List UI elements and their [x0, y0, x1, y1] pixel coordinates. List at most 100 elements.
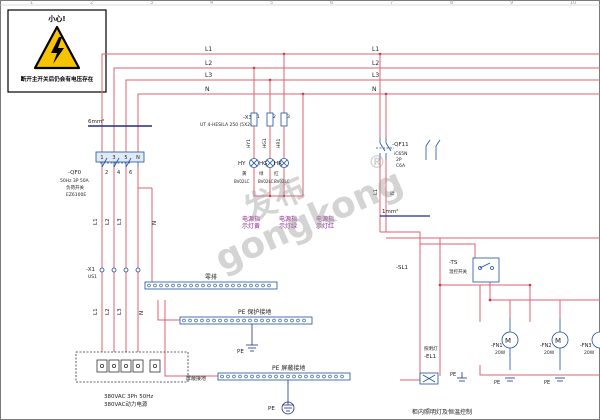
power-caption-2: 380VAC动力电源 [104, 400, 148, 408]
zero-bar: 零排 [144, 273, 278, 290]
watermark: 发布 gongkong ® [209, 152, 409, 280]
terminal-screw [230, 318, 234, 323]
terminal-screw [237, 283, 241, 288]
terminal-screw [189, 283, 193, 288]
bus-label-l3: L3 [205, 72, 212, 79]
terminal-screw [225, 283, 229, 288]
pe-label: PE [450, 372, 456, 378]
wire-label: L1 [93, 308, 99, 315]
terminal-screw [242, 318, 246, 323]
fan-rating: 20W [584, 350, 595, 356]
lamp-designator: HG [259, 161, 267, 167]
qf0-term: 3 [112, 155, 115, 161]
qf0-term: N [136, 155, 140, 161]
terminal-screw [188, 318, 192, 323]
terminal-screw [219, 283, 223, 288]
terminal-screw [147, 283, 151, 288]
breaker-qf11 [376, 138, 441, 160]
x3-spec: UT 4-HESILA 250 (5X20) [200, 122, 255, 128]
terminal-screw [238, 374, 242, 379]
bus-label-n: N [205, 86, 210, 93]
qf11-wire-label: L1 [373, 189, 379, 195]
ts-designator: -TS [449, 260, 458, 266]
power-input-block: 380VAC 3Ph 50Hz 380VAC动力电源 [75, 351, 189, 408]
terminal-screw [286, 374, 290, 379]
terminal-screw [302, 318, 306, 323]
wire-label: L1 [93, 218, 99, 225]
lower-wire-labels: L1 L2 L3 N L1 L2 L3 N [93, 218, 158, 315]
fan-rating: 20W [544, 350, 555, 356]
el1-desc: 照明灯 [424, 345, 438, 352]
lamp-designator: HY [238, 161, 246, 167]
shield-bar-label: PE 屏蔽接地 [272, 364, 305, 372]
terminal-screw [159, 283, 163, 288]
terminal-screw [153, 283, 157, 288]
wire-label: N [152, 221, 158, 225]
terminal-screw [261, 283, 265, 288]
sl1-designator: -SL1 [396, 265, 408, 271]
watermark-mark: ® [368, 152, 386, 173]
lamp-model: BV02LC [258, 179, 274, 184]
terminal-screw [165, 283, 169, 288]
terminal-screw [249, 283, 253, 288]
ground-icon [246, 344, 258, 352]
lamp-color: 黄 [242, 170, 247, 177]
bus-label-l2: L2 [372, 60, 379, 67]
ruler-label: 6 [330, 0, 333, 6]
lamp-wire-label: HG1 [262, 138, 268, 148]
terminal-screw [200, 318, 204, 323]
bus-junctions [252, 52, 388, 96]
pe-bar: PE 保护接地 PE [179, 308, 313, 355]
pe-label: PE [268, 406, 275, 412]
terminal-screw [248, 318, 252, 323]
bus-label-l2: L2 [205, 60, 212, 67]
ruler-label: 9 [510, 0, 513, 6]
terminal-screw [232, 374, 236, 379]
thermostat-ts: -TS 温控开关 [449, 257, 500, 283]
lamp-designator: HR [274, 161, 282, 167]
ruler-label: 10 [570, 0, 576, 6]
terminal-screw [224, 318, 228, 323]
qf0-model: EZ6100E [66, 192, 86, 198]
wire-label: L3 [117, 218, 123, 225]
x1-sub: US1 [88, 274, 97, 280]
terminal-screw [298, 374, 302, 379]
terminal-screw [272, 318, 276, 323]
terminal-screw [213, 283, 217, 288]
bus-label-n: N [372, 86, 377, 93]
lamp-icon [249, 158, 259, 168]
wire-label: L2 [105, 308, 111, 315]
lamp-model: BV02LC [274, 179, 290, 184]
shield-label: 屏蔽接地 [186, 375, 206, 382]
qf0-term: 5 [124, 155, 127, 161]
terminal-screw [254, 318, 258, 323]
terminal-screw [183, 283, 187, 288]
fan-icon [551, 318, 569, 370]
ruler-label: 1 [30, 0, 33, 6]
fan-symbol: M [555, 337, 561, 345]
bus-labels: L1 L2 L3 N L1 L2 L3 N [205, 46, 379, 93]
lamp-wire-label: HR1 [276, 138, 282, 148]
x3-designator: -X3 [243, 115, 252, 121]
lamp-color: 红 [274, 170, 279, 177]
main-wire-size-label: 6mm² [88, 118, 104, 125]
terminal-screw [290, 318, 294, 323]
terminal-screw [278, 318, 282, 323]
terminal-screw [243, 283, 247, 288]
bus-label-l1: L1 [205, 46, 212, 53]
pe-label: PE [494, 380, 500, 386]
terminal-screw [292, 374, 296, 379]
bus-label-l1: L1 [372, 46, 379, 53]
fan-rating: 20W [495, 350, 506, 356]
lamp-caption: 电源指示灯红 [316, 215, 334, 230]
qf11-designator: -QF11 [392, 142, 409, 148]
lamp-caption: 电源指示灯绿 [279, 215, 297, 230]
terminal-screw [207, 283, 211, 288]
el1-designator: -EL1 [424, 354, 436, 360]
ruler-label: 3 [150, 0, 153, 6]
ground-icon [281, 401, 295, 415]
pe-label: PE [237, 349, 244, 355]
terminal-screw [218, 318, 222, 323]
ruler-label: 5 [270, 0, 273, 6]
